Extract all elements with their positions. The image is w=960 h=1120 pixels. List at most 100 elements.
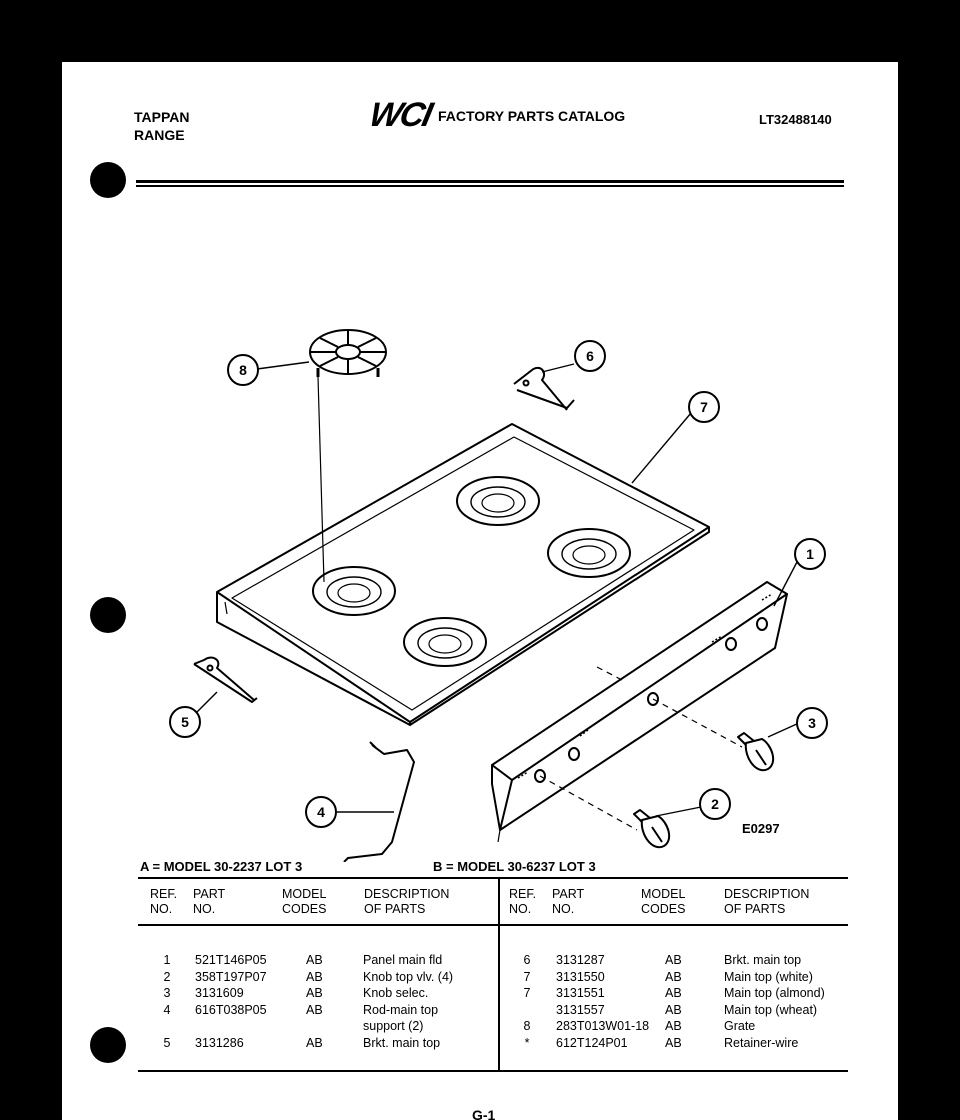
callout-circle-3	[796, 707, 828, 739]
header-codes-line2: CODES	[282, 902, 327, 916]
callout-label-2: 2	[711, 796, 719, 812]
binder-hole-top	[90, 162, 126, 198]
table-cell: Knob selec.	[363, 986, 429, 1000]
right-codes-column: AB AB AB AB AB AB	[665, 952, 682, 1051]
callout-label-6: 6	[586, 348, 594, 364]
selector-knob	[737, 732, 775, 772]
table-header-rule	[138, 924, 848, 926]
right-header-codes: MODEL CODES	[641, 887, 685, 917]
table-bottom-rule	[138, 1070, 848, 1072]
header-part-line1: PART	[193, 887, 226, 901]
callout-label-7: 7	[700, 399, 708, 415]
burner-opening-front-left	[312, 566, 396, 616]
table-cell: 3131550	[556, 969, 605, 984]
table-cell	[195, 1018, 267, 1035]
callout-label-5: 5	[181, 714, 189, 730]
left-header-codes: MODEL CODES	[282, 887, 326, 917]
table-cell: AB	[665, 986, 682, 1000]
table-cell: AB	[665, 969, 682, 984]
table-cell	[306, 1018, 323, 1035]
callout-label-8: 8	[239, 362, 247, 378]
table-cell: Main top (white)	[724, 969, 813, 984]
header-desc-line2: OF PARTS	[724, 902, 786, 916]
figure-code: E0297	[742, 821, 780, 836]
header-rule-second	[136, 185, 844, 187]
header-ref-line2: NO.	[509, 902, 532, 916]
binder-hole-bottom	[90, 1027, 126, 1063]
brand-line-1: TAPPAN	[134, 109, 190, 125]
header-desc-line1: DESCRIPTION	[364, 887, 450, 901]
left-ref-column: 1 2 3 4 5	[160, 952, 174, 1051]
table-cell: Brkt. main top	[363, 1035, 441, 1050]
top-valve-knob	[633, 809, 671, 849]
table-cell: *	[524, 1035, 530, 1050]
exploded-parts-diagram: 8 6 7 1 3 2 4 5	[169, 329, 828, 862]
table-cell: 3131557	[556, 1002, 605, 1017]
callout-label-4: 4	[317, 804, 325, 820]
callout-label-1: 1	[806, 546, 814, 562]
table-cell: Main top (almond)	[724, 986, 825, 1000]
right-header-part: PART NO.	[552, 887, 584, 917]
callout-circle-6	[574, 340, 606, 372]
table-cell: 3131551	[556, 986, 605, 1000]
callout-circle-2	[699, 788, 731, 820]
table-cell: AB	[306, 1002, 323, 1017]
page-number: G-1	[472, 1107, 496, 1120]
header-ref-line2: NO.	[150, 902, 173, 916]
header-codes-line1: MODEL	[282, 887, 327, 901]
binder-hole-middle	[90, 597, 126, 633]
table-cell: support (2)	[363, 1019, 424, 1033]
model-b-label: B = MODEL 30-6237 LOT 3	[433, 859, 596, 874]
callout-circle-7	[688, 391, 720, 423]
table-cell: 4	[163, 1002, 171, 1017]
table-cell: 7	[523, 969, 531, 984]
callout-circle-8	[227, 354, 259, 386]
control-panel	[491, 581, 788, 843]
table-cell: AB	[306, 969, 323, 984]
table-cell: 521T146P05	[195, 953, 267, 967]
header-ref-line1: REF.	[509, 887, 537, 901]
header-ref-line1: REF.	[150, 887, 178, 901]
table-cell: Retainer-wire	[724, 1035, 799, 1050]
table-cell: 283T013W01-18	[556, 1019, 650, 1033]
table-column-divider	[498, 877, 500, 1072]
catalog-number: LT32488140	[759, 112, 832, 127]
table-cell: 3131609	[195, 986, 244, 1000]
table-cell: 5	[163, 1035, 171, 1050]
right-header-ref: REF. NO.	[509, 887, 536, 917]
callout-circle-4	[305, 796, 337, 828]
table-cell: 612T124P01	[556, 1035, 628, 1050]
catalog-page: TAPPAN RANGE WCI FACTORY PARTS CATALOG L…	[62, 62, 898, 1120]
model-a-label: A = MODEL 30-2237 LOT 3	[140, 859, 303, 874]
table-cell: AB	[665, 1002, 682, 1017]
table-cell: Brkt. main top	[724, 953, 802, 967]
main-top-bracket-rear	[513, 366, 575, 411]
wci-logo: WCI	[366, 96, 435, 134]
left-header-desc: DESCRIPTION OF PARTS	[364, 887, 449, 917]
right-desc-column: Brkt. main top Main top (white) Main top…	[724, 952, 825, 1051]
table-cell: 8	[523, 1019, 531, 1033]
table-cell: 6	[523, 953, 531, 967]
table-top-rule	[138, 877, 848, 879]
table-cell: AB	[306, 953, 323, 967]
left-part-column: 521T146P05 358T197P07 3131609 616T038P05…	[195, 952, 267, 1051]
table-cell: 3131287	[556, 953, 605, 967]
header-desc-line2: OF PARTS	[364, 902, 426, 916]
table-cell: Grate	[724, 1019, 756, 1033]
table-cell: AB	[306, 986, 323, 1000]
table-cell: Panel main fld	[363, 953, 443, 967]
burner-opening-rear-right	[547, 528, 631, 578]
table-cell: Main top (wheat)	[724, 1002, 818, 1017]
left-header-part: PART NO.	[193, 887, 225, 917]
left-header-ref: REF. NO.	[150, 887, 177, 917]
callout-circle-5	[169, 706, 201, 738]
right-header-desc: DESCRIPTION OF PARTS	[724, 887, 809, 917]
table-cell: 1	[163, 953, 171, 967]
header-desc-line1: DESCRIPTION	[724, 887, 810, 901]
header-codes-line1: MODEL	[641, 887, 686, 901]
burner-opening-rear-left	[456, 476, 540, 526]
catalog-title: FACTORY PARTS CATALOG	[438, 108, 626, 124]
table-cell: AB	[665, 1035, 682, 1050]
callout-circle-1	[794, 538, 826, 570]
burner-opening-front-right	[403, 617, 487, 667]
